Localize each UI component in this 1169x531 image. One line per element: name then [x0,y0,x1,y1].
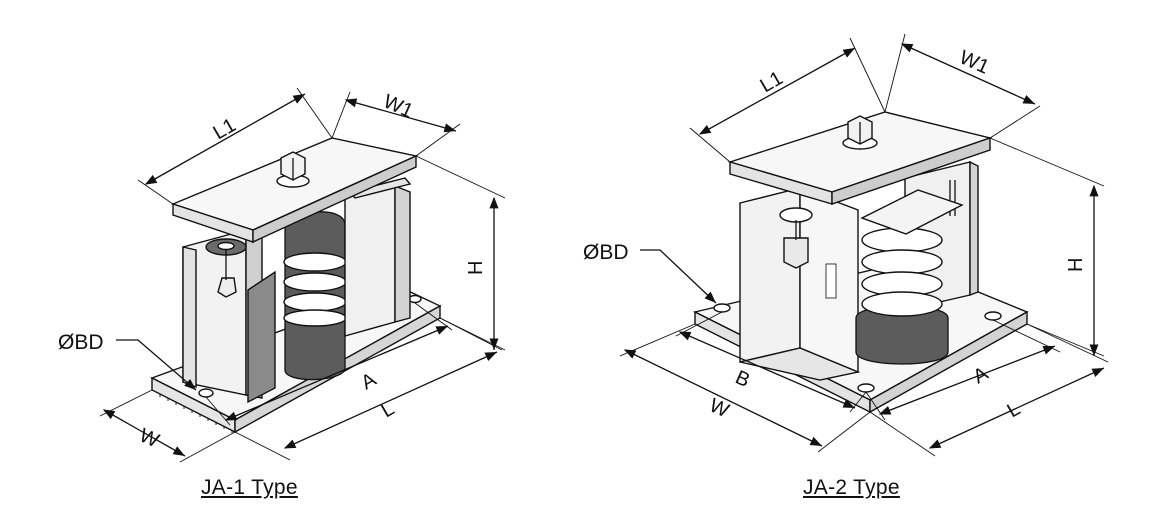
ja2-label-W: W [706,394,732,422]
ja1-label-L: L [378,398,399,423]
ja2-isolator-drawing: L1 W1 H A L B [583,33,1109,457]
ja2-top-plate [727,111,993,205]
ja1-hex-bolt [276,151,310,188]
ja1-bolt-hole-front [198,388,214,398]
ja1-leveling-bolt [205,238,247,298]
ja2-hex-bolt [842,115,878,150]
ja1-isolator-drawing: L1 W1 H A L W [58,87,506,463]
ja1-caption: JA-1 Type [201,476,298,499]
ja2-bolt-hole-front [857,383,875,393]
ja2-spring-cap [860,189,964,235]
ja1-label-H: H [465,261,487,275]
ja2-label-A: A [970,362,993,388]
ja1-label-L1: L1 [210,114,240,144]
ja2-dimension-H: H [989,137,1105,357]
ja2-label-H: H [1065,258,1087,272]
ja2-label-BD: ØBD [583,241,629,264]
ja1-right-housing [344,177,412,337]
ja2-dimension-BD: ØBD [583,241,717,304]
ja2-label-L: L [1004,398,1025,423]
ja2-label-W1: W1 [956,46,992,78]
ja1-label-BD: ØBD [58,331,104,354]
ja1-spring-coil [283,211,347,381]
ja2-bolt-hole-right [984,311,1002,321]
ja2-bolt-hole-left [713,303,731,313]
ja1-dimension-BD: ØBD [58,331,197,391]
ja2-caption: JA-2 Type [803,476,900,499]
ja1-label-W: W [136,424,162,452]
ja2-leveling-bolt [779,207,813,269]
ja2-label-B: B [732,366,753,392]
ja1-left-housing [182,228,276,404]
ja1-bolt-hole-back [408,294,422,304]
ja2-label-L1: L1 [757,67,787,97]
ja1-label-A: A [358,368,381,394]
